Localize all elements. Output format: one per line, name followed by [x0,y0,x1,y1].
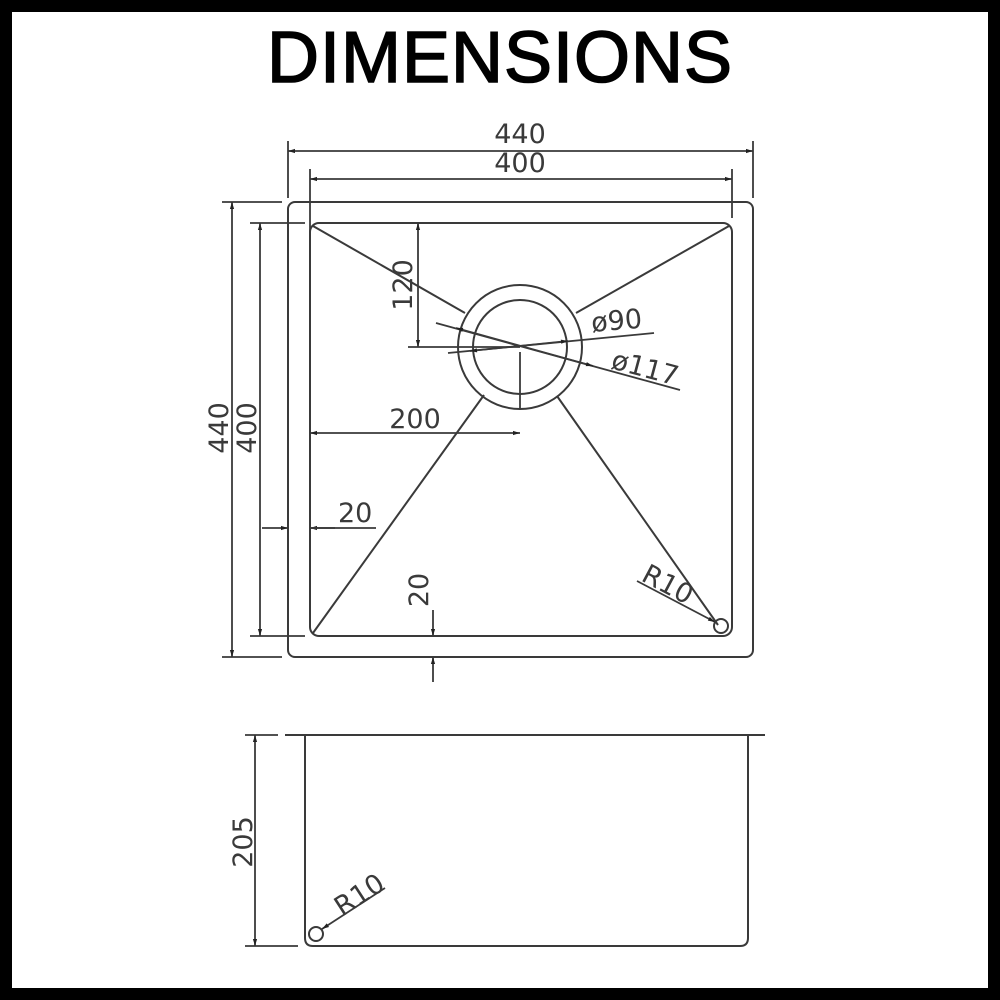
dim-bowl-width: 400 [494,148,546,179]
dim-corner-radius-side: R10 [329,868,390,923]
dim-drain-outer-diameter: ø117 [608,345,682,393]
drawing-frame [12,12,988,988]
dim-rim-width-side: 20 [338,498,372,529]
page-title: DIMENSIONS [266,18,734,98]
ridge-line-bottom-right [556,395,719,626]
side-view-bowl-outline [304,735,749,947]
dim-drain-inner-diameter: ø90 [590,304,643,339]
dim-corner-radius-top: R10 [637,559,698,611]
dim-drain-from-side: 200 [389,404,441,435]
top-view: 440 400 440 400 120 200 ø90 ø117 [204,119,754,682]
sink-bowl-outline [309,222,733,637]
dim-bowl-height: 205 [228,816,259,868]
ridge-line-top-right [575,225,730,314]
side-view: 205 R10 [228,734,765,947]
sink-outer-rim [287,201,754,658]
dim-drain-from-back: 120 [388,259,419,311]
dim-overall-depth: 440 [204,402,235,454]
dim-overall-width: 440 [494,119,546,150]
ridge-line-top-left [312,225,466,314]
dim-bowl-depth: 400 [232,402,263,454]
dim-rim-width-front: 20 [404,573,435,607]
